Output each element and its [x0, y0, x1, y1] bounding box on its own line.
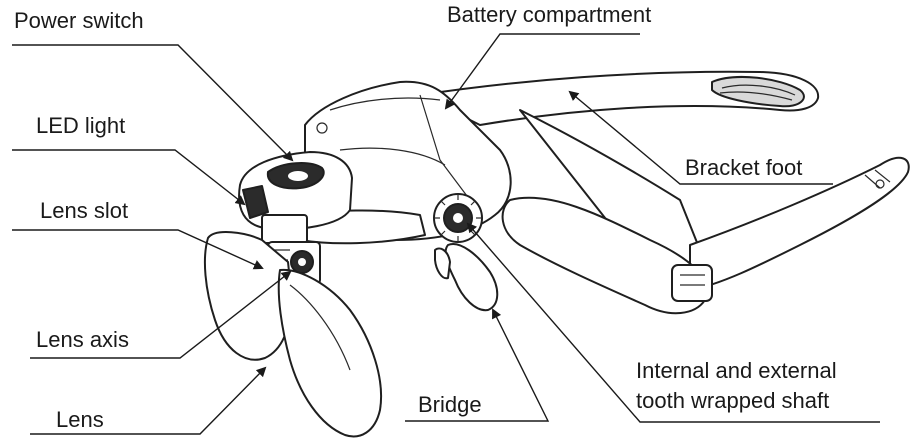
leader-bridge	[405, 308, 550, 422]
label-led-light: LED light	[36, 113, 125, 138]
leader-lens-slot	[12, 229, 264, 270]
leader-power-switch	[12, 44, 294, 162]
label-tooth-wrapped-shaft: tooth wrapped shaft	[636, 388, 829, 413]
label-bridge: Bridge	[418, 392, 482, 417]
bracket-foot-pad	[711, 76, 805, 108]
lens-pair	[203, 231, 382, 438]
leader-battery-compartment	[444, 33, 640, 110]
device-illustration	[203, 70, 910, 438]
leader-lens-axis	[30, 270, 292, 359]
label-lens-axis: Lens axis	[36, 327, 129, 352]
tooth-wrapped-shaft	[433, 193, 483, 243]
bridge-piece	[434, 243, 499, 312]
led-light-head	[238, 151, 353, 244]
callout-labels: Power switch Battery compartment LED lig…	[14, 2, 837, 432]
bracket-pivot	[501, 196, 713, 315]
label-lens-slot: Lens slot	[40, 198, 128, 223]
label-battery-compartment: Battery compartment	[447, 2, 651, 27]
label-power-switch: Power switch	[14, 8, 144, 33]
leader-bracket-foot	[568, 90, 833, 185]
leader-led-light	[12, 149, 246, 206]
leader-tooth-shaft	[466, 222, 880, 423]
label-internal-external: Internal and external	[636, 358, 837, 383]
leader-lens	[30, 366, 267, 435]
label-lens: Lens	[56, 407, 104, 432]
leader-lines	[12, 33, 880, 435]
label-bracket-foot: Bracket foot	[685, 155, 802, 180]
